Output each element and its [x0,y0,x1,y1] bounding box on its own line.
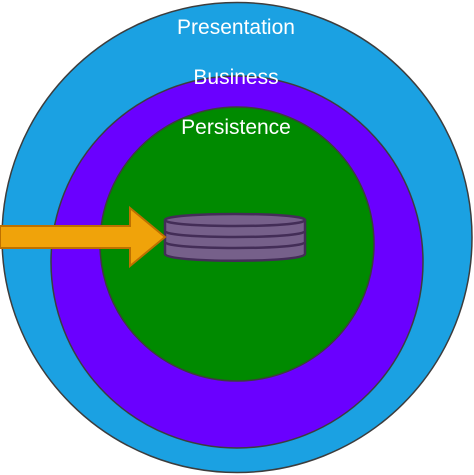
database-icon [163,212,307,262]
persistence-label: Persistence [181,116,291,139]
arrow-right-icon [0,205,167,269]
database-disk-line-2 [163,240,307,250]
database-disk-line-1 [163,229,307,239]
presentation-label: Presentation [177,16,295,39]
business-label: Business [193,66,278,89]
database-top-rim [163,218,307,228]
